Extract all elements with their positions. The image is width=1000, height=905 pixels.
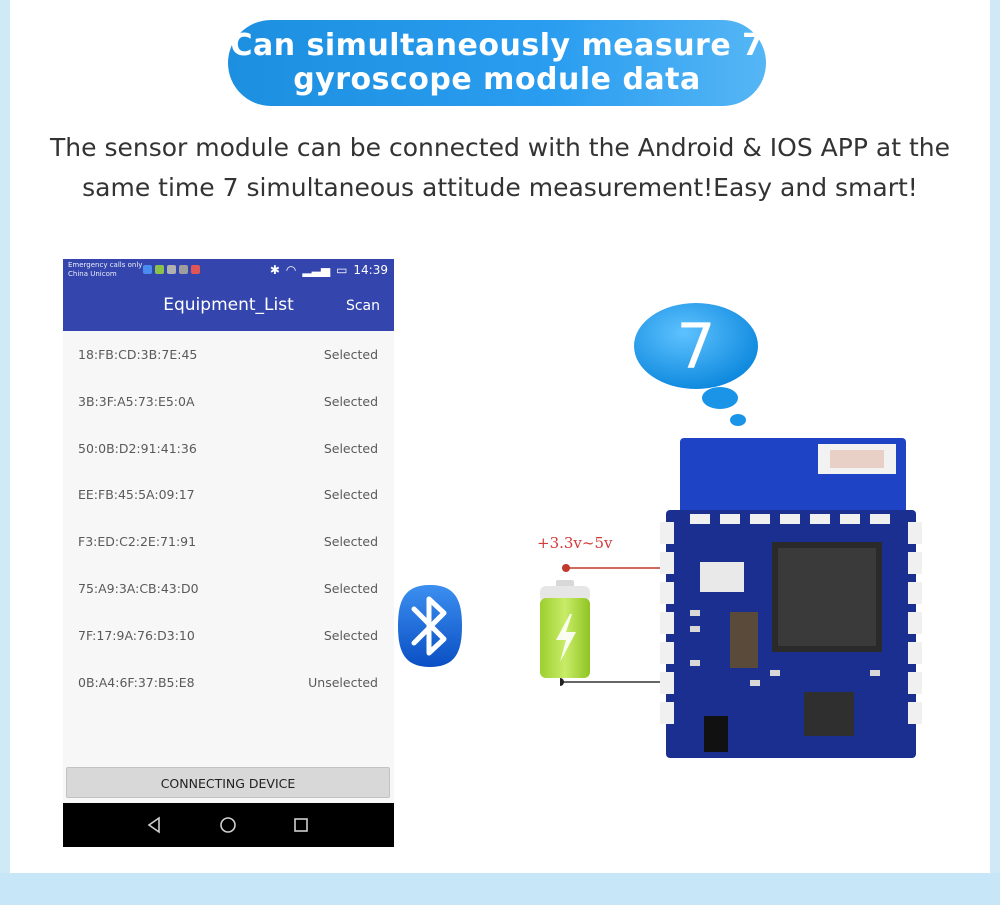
device-row[interactable]: F3:ED:C2:2E:71:91 Selected [63,518,394,565]
device-state: Selected [323,440,378,456]
device-mac: EE:FB:45:5A:09:17 [78,487,195,503]
device-row[interactable]: EE:FB:45:5A:09:17 Selected [63,471,394,518]
device-state: Selected [323,487,378,503]
recents-icon[interactable] [292,816,310,834]
module-count: 7 [676,310,715,383]
notification-icon [143,265,152,274]
wiring-lines [560,564,666,686]
app-bar: Equipment_List Scan [63,283,394,331]
device-row[interactable]: 75:A9:3A:CB:43:D0 Selected [63,565,394,612]
device-state: Selected [323,347,378,362]
scan-button[interactable]: Scan [345,298,380,314]
notification-icon [167,265,176,274]
device-state: Unselected [308,674,378,690]
device-mac: 50:0B:D2:91:41:36 [78,440,197,456]
battery-icon [540,580,590,678]
subtitle-line-1: The sensor module can be connected with … [50,133,950,162]
bottom-band [0,873,1000,905]
phone-screen: Emergency calls only China Unicom ✱ ◠ ▂▃… [63,259,394,847]
device-mac: 3B:3F:A5:73:E5:0A [78,393,195,409]
device-state: Selected [323,534,378,550]
page-frame-left [0,0,10,905]
device-row[interactable]: 3B:3F:A5:73:E5:0A Selected [63,378,394,425]
notification-icon [155,265,164,274]
sensor-module-board [660,438,922,758]
status-time: 14:39 [353,263,388,277]
status-icons: ✱ ◠ ▂▃▅ ▭ 14:39 [270,263,388,277]
subtitle-line-2: same time 7 simultaneous attitude measur… [82,173,918,202]
back-icon[interactable] [145,816,163,834]
headline-line-2: gyroscope module data [293,62,701,97]
device-row[interactable]: 50:0B:D2:91:41:36 Selected [63,425,394,472]
device-mac: F3:ED:C2:2E:71:91 [78,534,197,550]
connecting-device-button[interactable]: CONNECTING DEVICE [66,767,390,798]
page-frame-right [990,0,1000,905]
device-mac: 7F:17:9A:76:D3:10 [78,627,195,643]
device-mac: 75:A9:3A:CB:43:D0 [78,580,199,596]
device-state: Selected [323,627,378,643]
wifi-icon: ◠ [285,263,297,277]
headline-line-1: Can simultaneously measure 7 [230,28,764,63]
bluetooth-status-icon: ✱ [269,263,280,277]
device-list: 18:FB:CD:3B:7E:45 Selected 3B:3F:A5:73:E… [63,331,394,705]
device-state: Selected [323,580,378,596]
status-bar: Emergency calls only China Unicom ✱ ◠ ▂▃… [63,259,394,283]
battery-status-icon: ▭ [336,263,348,277]
thought-bubble: 7 [634,303,758,426]
device-row[interactable]: 18:FB:CD:3B:7E:45 Selected [63,331,394,378]
signal-icon: ▂▃▅ [302,263,331,277]
app-title: Equipment_List [163,295,294,315]
device-mac: 0B:A4:6F:37:B5:E8 [78,674,195,690]
home-icon[interactable] [219,816,237,834]
carrier-line-1: Emergency calls only [68,261,143,269]
notification-icon [191,265,200,274]
device-row[interactable]: 7F:17:9A:76:D3:10 Selected [63,612,394,659]
carrier-text: Emergency calls only China Unicom [68,261,142,279]
headline-banner: Can simultaneously measure 7 gyroscope m… [228,20,766,106]
device-row[interactable]: 0B:A4:6F:37:B5:E8 Unselected [63,659,394,706]
navigation-bar [63,803,394,847]
subtitle: The sensor module can be connected with … [40,128,960,208]
device-mac: 18:FB:CD:3B:7E:45 [78,347,198,362]
notification-icon [179,265,188,274]
carrier-line-2: China Unicom [68,270,117,278]
notification-icons [143,265,200,274]
voltage-label: +3.3v~5v [537,534,613,552]
bluetooth-icon [398,585,462,667]
device-state: Selected [323,393,378,409]
